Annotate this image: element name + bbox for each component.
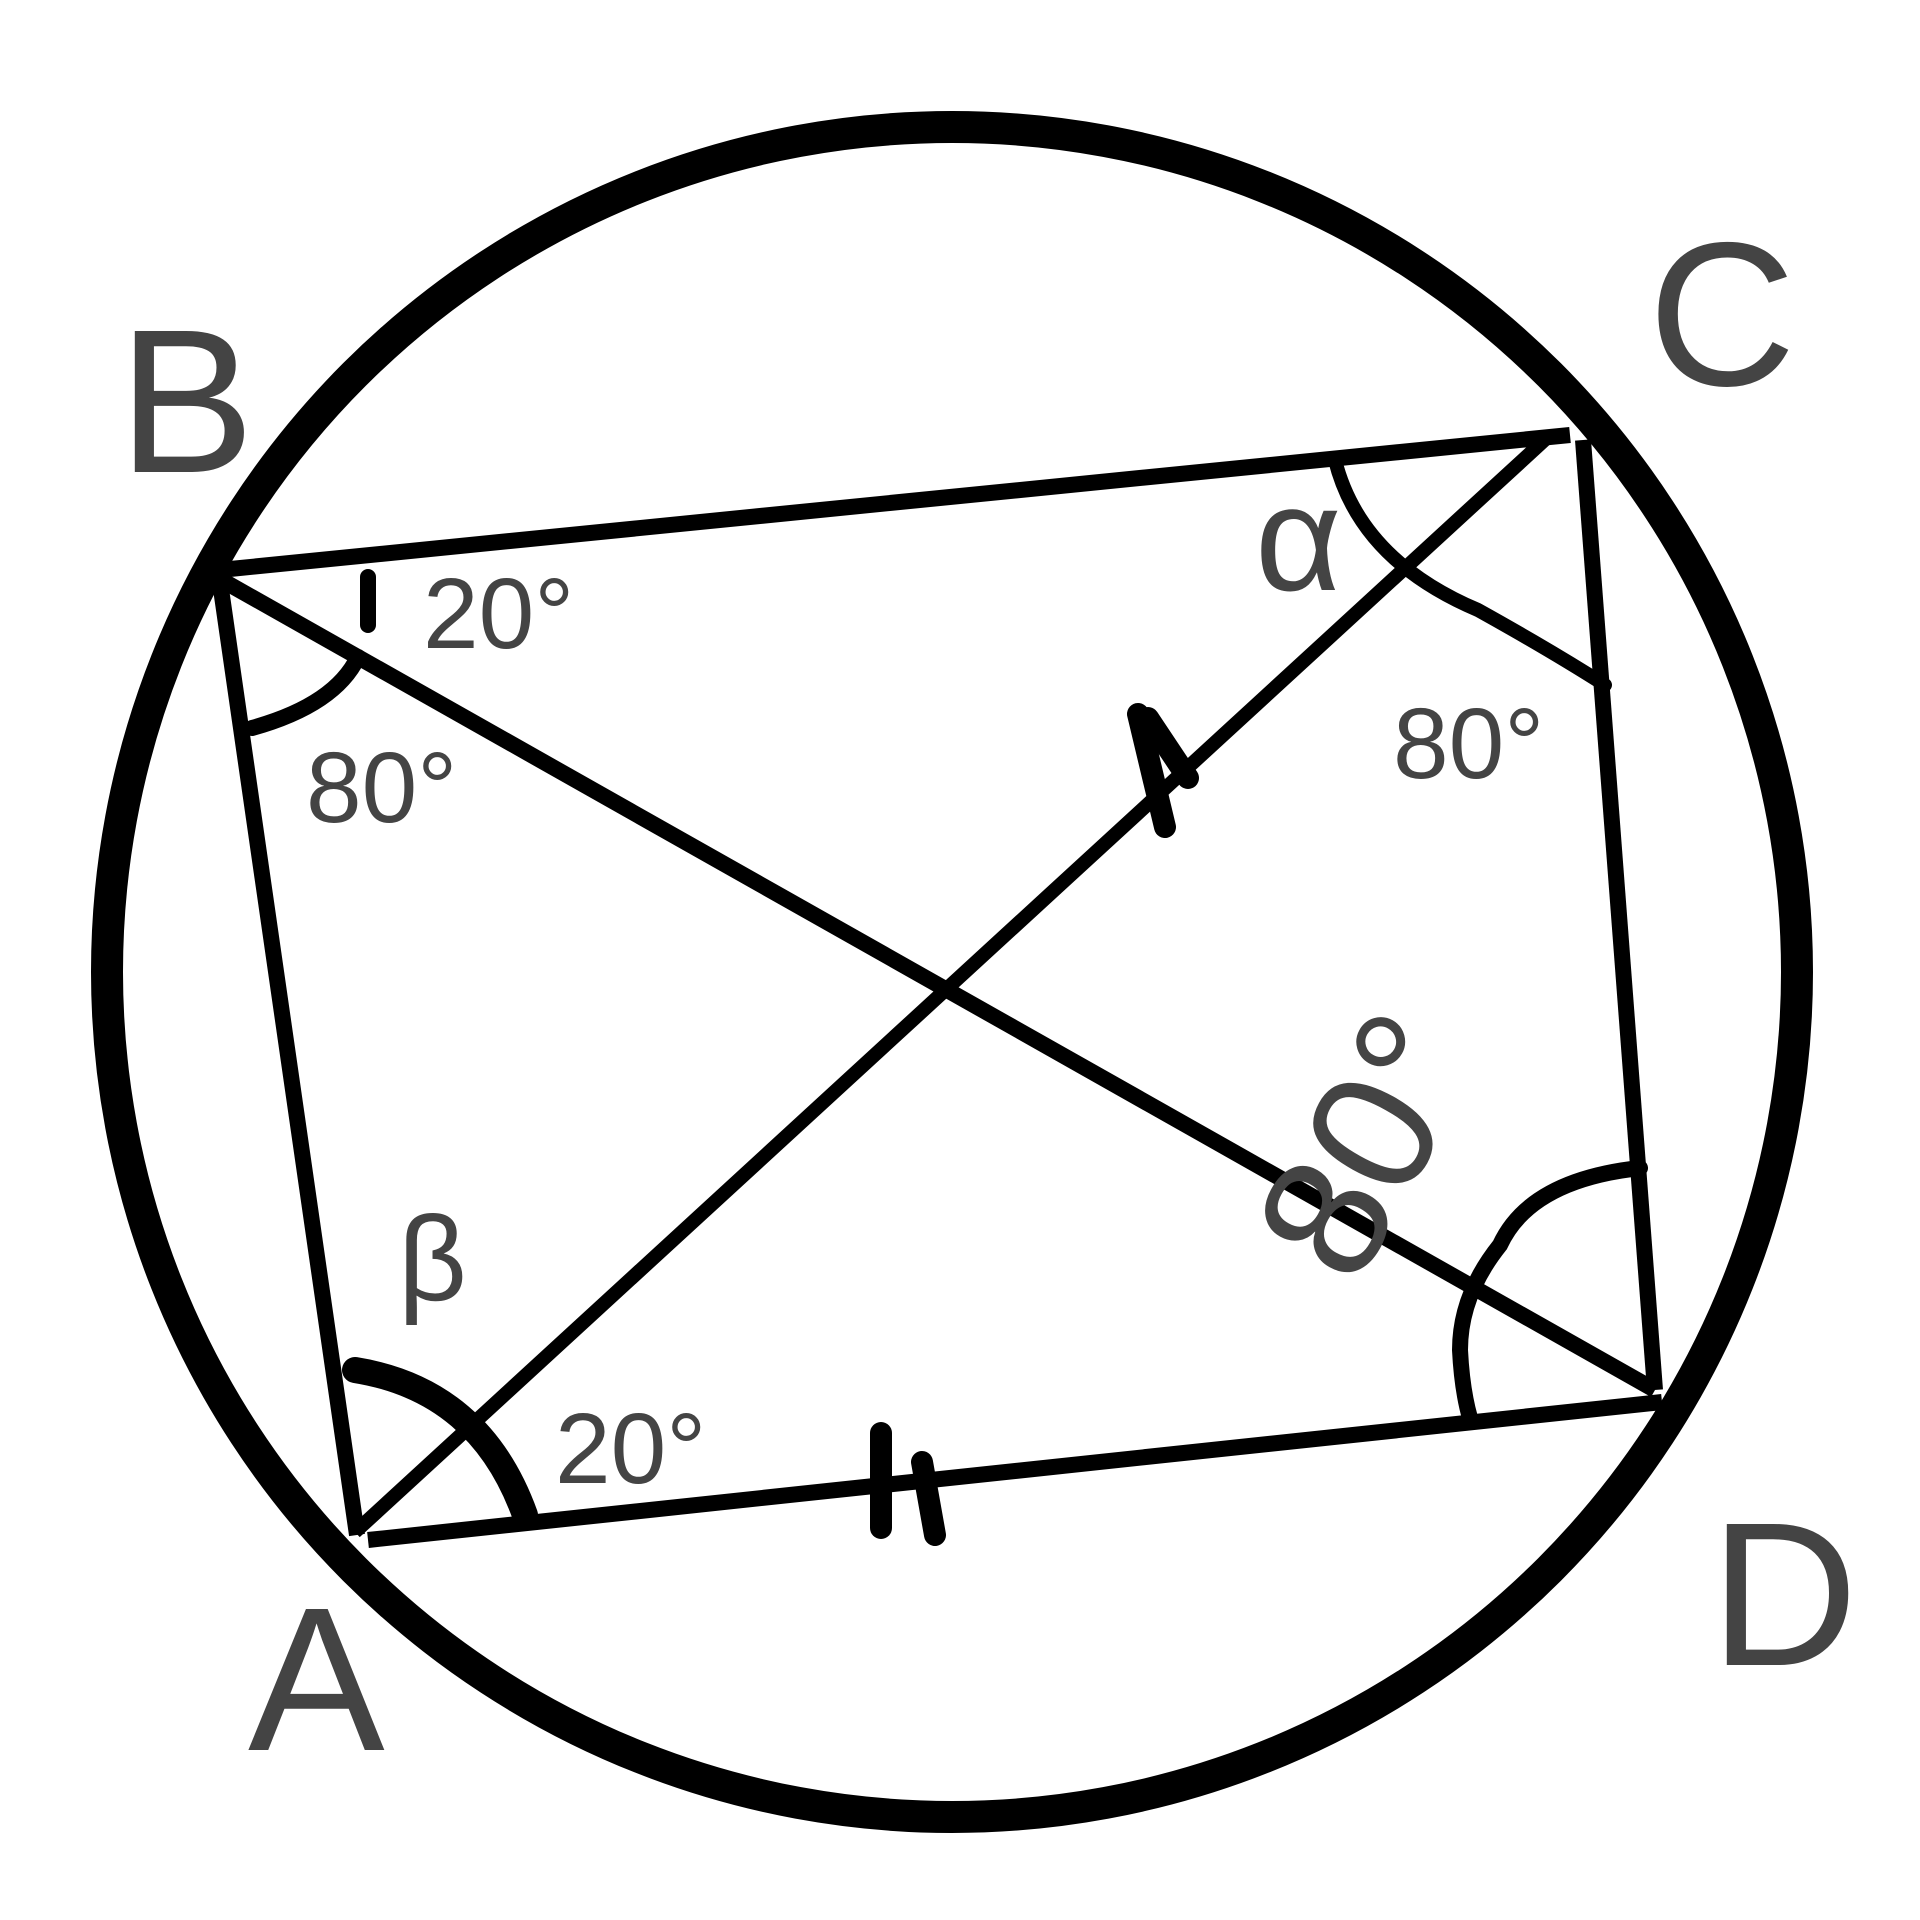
angle-label-b-upper: 20° — [423, 558, 574, 670]
side-ad — [367, 1394, 1663, 1548]
vertex-label-b: B — [118, 287, 255, 516]
tick-ac-1 — [1127, 703, 1176, 838]
angle-label-b-lower: 80° — [306, 732, 457, 844]
angle-arc-c — [1328, 453, 1612, 692]
angle-name-beta: β — [398, 1192, 467, 1326]
angle-name-alpha: α — [1255, 454, 1342, 622]
vertex-label-d: D — [1710, 1480, 1858, 1709]
angle-arc-b-lower — [244, 649, 366, 736]
tick-ac-2 — [1137, 707, 1199, 789]
angle-label-a-lower: 20° — [555, 1393, 706, 1505]
side-cd — [1575, 439, 1663, 1391]
side-bc — [219, 427, 1571, 578]
circumcircle — [91, 111, 1813, 1833]
tick-ad-2 — [911, 1451, 946, 1546]
angle-arc-a — [342, 1357, 538, 1528]
angle-label-d-rotated: 80° — [1218, 982, 1517, 1308]
side-ab — [212, 580, 365, 1537]
angle-arc-d — [1451, 1160, 1648, 1426]
vertex-label-c: C — [1648, 200, 1796, 429]
diagonal-bd — [214, 571, 1659, 1397]
vertex-label-a: A — [248, 1565, 385, 1794]
diagonal-ac — [350, 429, 1555, 1538]
angle-label-c-lower: 80° — [1393, 688, 1544, 800]
